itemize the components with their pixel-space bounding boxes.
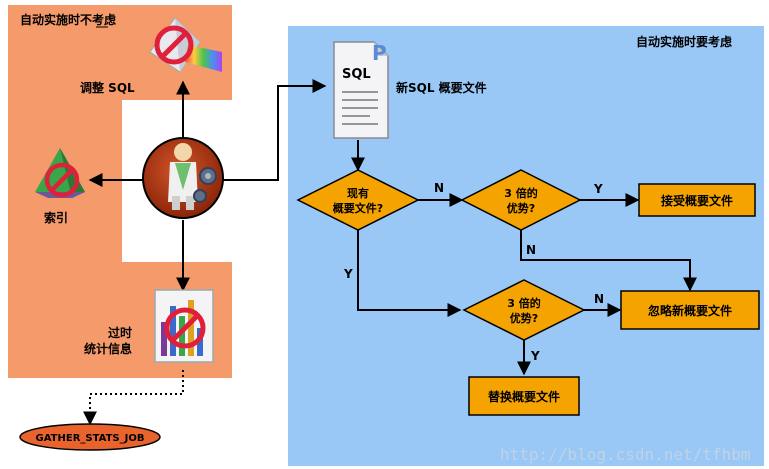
box-ignore-label: 忽略新概要文件 (648, 303, 732, 318)
decision-existing-line1: 现有 (347, 186, 369, 200)
decision-benefit-mid-line2: 优势? (510, 311, 538, 325)
new-profile-label: 新SQL 概要文件 (396, 80, 487, 95)
prohibit-icon (154, 25, 194, 65)
box-accept-profile: 接受概要文件 (638, 183, 756, 217)
box-replace-profile: 替换概要文件 (468, 376, 580, 416)
decision-benefit-top: 3 倍的 优势? (460, 169, 582, 231)
edge-existing-y (357, 230, 462, 317)
left-panel-title: 自动实施时不考虑 (20, 12, 116, 27)
edge-label-y-3: Y (530, 349, 540, 363)
decision-benefit-top-line1: 3 倍的 (504, 186, 537, 200)
decision-benefit-mid: 3 倍的 优势? (462, 279, 586, 341)
box-accept-label: 接受概要文件 (661, 193, 733, 208)
edge-label-y-1: Y (593, 182, 603, 196)
gather-stats-job-node: GATHER_STATS_JOB (19, 423, 161, 451)
edge-benefit-top-n (520, 230, 697, 292)
edge-label-y-2: Y (343, 267, 353, 281)
edge-center-to-sql-doc (222, 79, 327, 181)
edge-label-n-1: N (434, 181, 444, 195)
tune-sql-label: 调整 SQL (80, 80, 135, 95)
gather-stats-job-label: GATHER_STATS_JOB (36, 433, 145, 444)
sql-doc-text: SQL (342, 67, 371, 82)
decision-benefit-mid-line1: 3 倍的 (507, 296, 540, 310)
stale-stats-label-line2: 统计信息 (84, 341, 132, 356)
decision-existing-line2: 概要文件? (333, 201, 383, 215)
user-gear-icon (142, 137, 224, 219)
sql-document-icon: SQL P (333, 41, 389, 139)
right-panel-title: 自动实施时要考虑 (636, 34, 732, 49)
decision-benefit-top-line2: 优势? (507, 201, 535, 215)
watermark-text: http://blog.csdn.net/tfhbm (500, 445, 750, 464)
edge-stats-to-job (83, 370, 184, 426)
stale-stats-label-line1: 过时 (108, 325, 132, 340)
prohibit-icon (164, 307, 206, 349)
edge-label-n-3: N (594, 292, 604, 306)
decision-existing-profile: 现有 概要文件? (296, 169, 420, 231)
box-replace-label: 替换概要文件 (488, 389, 560, 404)
index-label: 索引 (44, 210, 68, 225)
sql-doc-p-glyph: P (372, 41, 387, 65)
box-ignore-profile: 忽略新概要文件 (620, 290, 760, 330)
prohibit-icon (44, 162, 80, 198)
edge-label-n-2: N (526, 243, 536, 257)
